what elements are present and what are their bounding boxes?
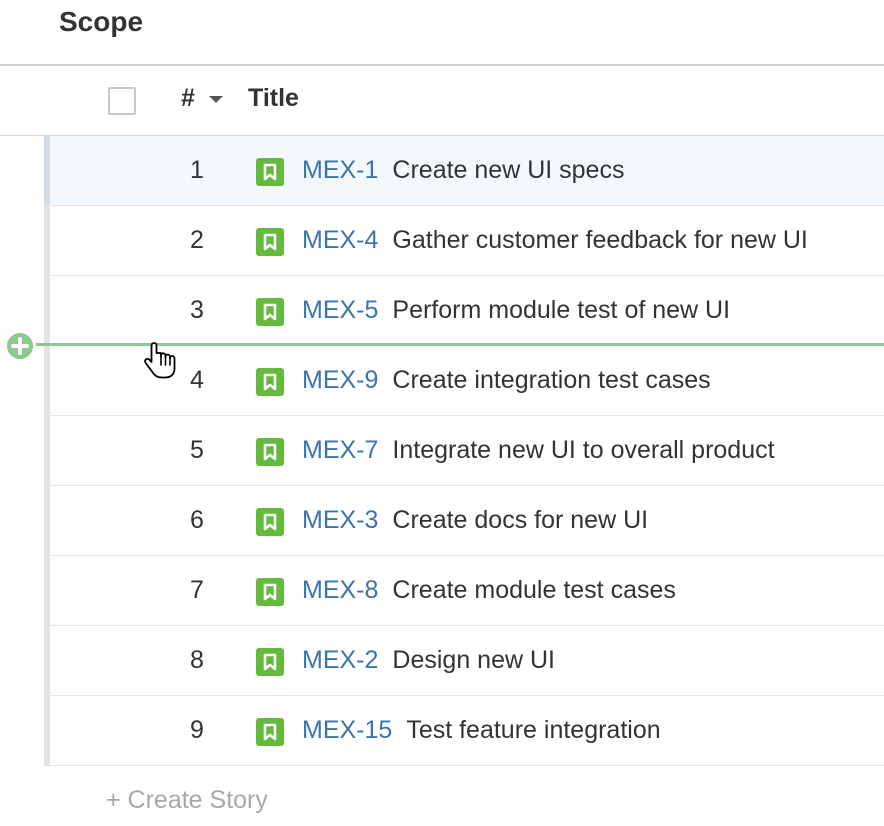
story-bookmark-icon [256, 438, 284, 466]
issue-summary: Test feature integration [406, 716, 661, 744]
table-row[interactable]: 7 MEX-8 Create module test cases [44, 556, 884, 626]
issue-summary: Create docs for new UI [392, 506, 649, 534]
hand-pointer-icon [144, 342, 176, 379]
issue-summary: Create integration test cases [392, 366, 711, 394]
issue-summary: Perform module test of new UI [392, 296, 731, 324]
issue-summary: Design new UI [392, 646, 555, 674]
story-bookmark-icon [256, 508, 284, 536]
story-bookmark-icon [256, 578, 284, 606]
row-number: 9 [190, 716, 204, 744]
issue-summary: Create module test cases [392, 576, 676, 604]
table-row[interactable]: 9 MEX-15 Test feature integration [44, 696, 884, 766]
table-row[interactable]: 6 MEX-3 Create docs for new UI [44, 486, 884, 556]
select-all-checkbox[interactable] [108, 87, 136, 115]
story-bookmark-icon [256, 648, 284, 676]
row-number: 4 [190, 366, 204, 394]
row-number: 8 [190, 646, 204, 674]
table-header: # Title [0, 66, 884, 136]
section-title: Scope [59, 6, 144, 37]
issue-summary: Integrate new UI to overall product [392, 436, 775, 464]
column-header-title[interactable]: Title [248, 84, 299, 112]
table-row[interactable]: 5 MEX-7 Integrate new UI to overall produ… [44, 416, 884, 486]
row-number: 1 [190, 156, 204, 184]
table-row[interactable]: 1 MEX-1 Create new UI specs [44, 136, 884, 206]
row-number: 7 [190, 576, 204, 604]
issue-key-link[interactable]: MEX-9 [302, 366, 379, 394]
issue-key-link[interactable]: MEX-1 [302, 156, 379, 184]
issue-key-link[interactable]: MEX-3 [302, 506, 379, 534]
row-number: 6 [190, 506, 204, 534]
issue-summary: Create new UI specs [392, 156, 625, 184]
issue-key-link[interactable]: MEX-4 [302, 226, 379, 254]
create-story-link[interactable]: + Create Story [106, 786, 268, 814]
header-divider [0, 64, 884, 66]
issue-key-link[interactable]: MEX-5 [302, 296, 379, 324]
issue-summary: Gather customer feedback for new UI [392, 226, 808, 254]
plus-circle-icon [4, 330, 36, 362]
table-row[interactable]: 3 MEX-5 Perform module test of new UI [44, 276, 884, 346]
row-number: 5 [190, 436, 204, 464]
story-list: 1 MEX-1 Create new UI specs 2 MEX-4 Gather… [44, 136, 884, 766]
row-number: 3 [190, 296, 204, 324]
issue-key-link[interactable]: MEX-7 [302, 436, 379, 464]
story-bookmark-icon [256, 718, 284, 746]
caret-down-icon[interactable] [209, 96, 223, 103]
table-row[interactable]: 8 MEX-2 Design new UI [44, 626, 884, 696]
row-number: 2 [190, 226, 204, 254]
table-row[interactable]: 4 MEX-9 Create integration test cases [44, 346, 884, 416]
table-row[interactable]: 2 MEX-4 Gather customer feedback for new … [44, 206, 884, 276]
issue-key-link[interactable]: MEX-15 [302, 716, 393, 744]
story-bookmark-icon [256, 158, 284, 186]
column-header-number[interactable]: # [181, 84, 195, 112]
drop-indicator-line [20, 343, 884, 346]
story-bookmark-icon [256, 368, 284, 396]
story-bookmark-icon [256, 228, 284, 256]
story-bookmark-icon [256, 298, 284, 326]
issue-key-link[interactable]: MEX-2 [302, 646, 379, 674]
issue-key-link[interactable]: MEX-8 [302, 576, 379, 604]
